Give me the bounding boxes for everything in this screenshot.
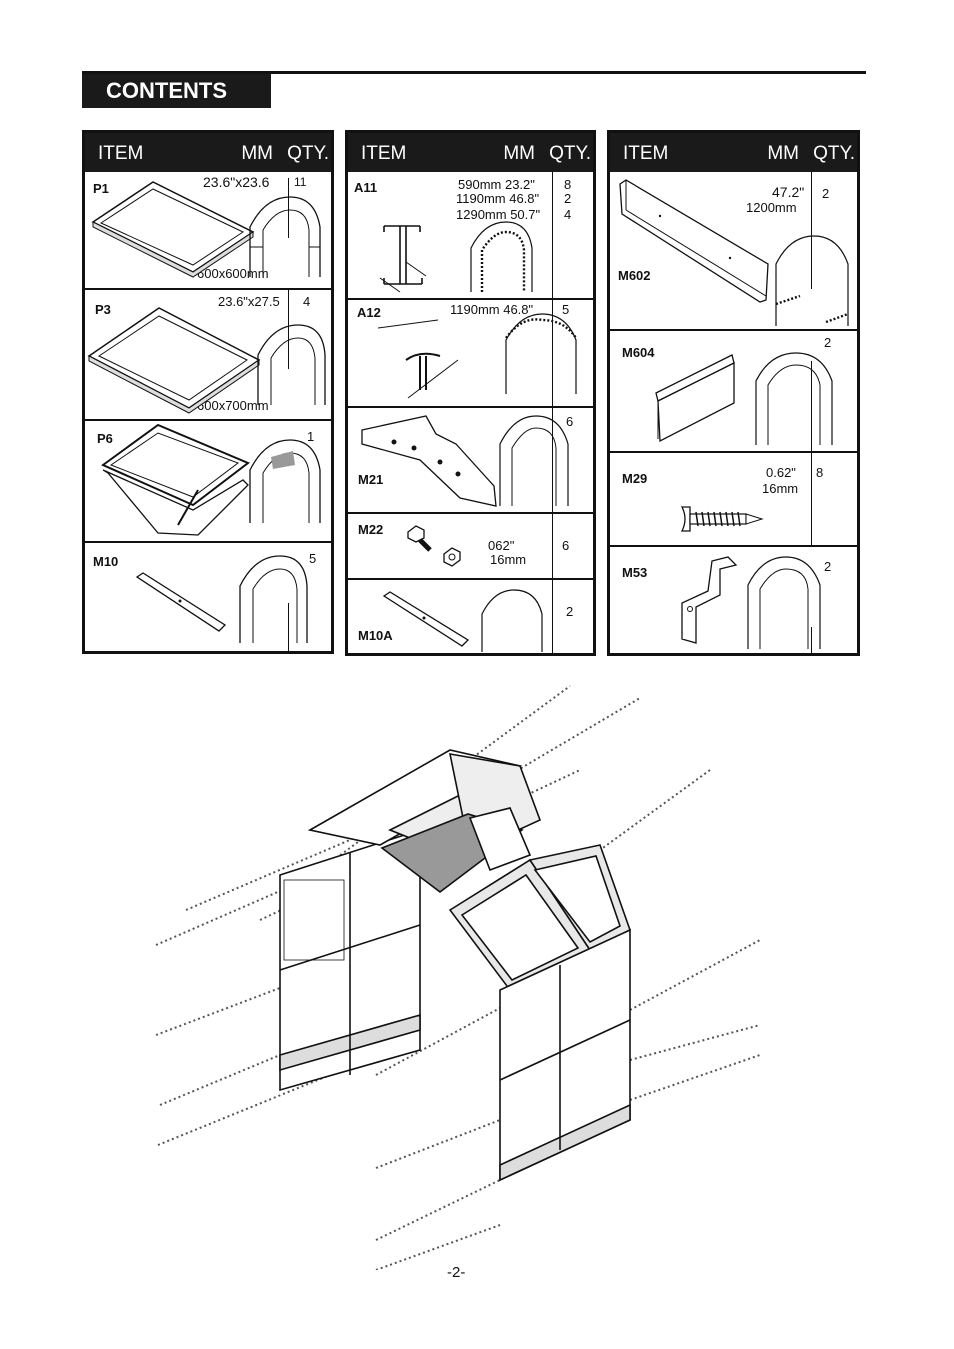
part-size-1: 062" (488, 538, 515, 553)
part-row-m29: M29 0.62" 16mm 8 (610, 451, 857, 545)
part-qty-2: 2 (564, 191, 572, 206)
part-code: M22 (358, 522, 384, 537)
header-qty: QTY. (287, 143, 329, 164)
part-row-m22: M22 062" 16mm 6 (348, 512, 593, 578)
greenhouse-icon (257, 324, 326, 405)
screw-icon (680, 506, 764, 532)
part-qty-3: 4 (564, 207, 572, 222)
part-row-m10: M10 5 (85, 541, 331, 654)
part-qty: 2 (824, 335, 832, 350)
part-size-1: 0.62" (766, 465, 796, 480)
part-code: M604 (622, 345, 655, 360)
part-qty: 4 (303, 294, 311, 309)
parts-panel-3: ITEM MM QTY. M602 47.2" 1200mm 2 M604 2 (607, 130, 860, 656)
part-code: P3 (95, 302, 111, 317)
part-qty: 2 (822, 186, 830, 201)
part-row-m10a: M10A 2 (348, 578, 593, 656)
part-size-2: 16mm (762, 481, 799, 496)
part-code: A12 (357, 305, 381, 320)
part-length-3: 1290mm 50.7" (456, 207, 541, 222)
part-code: A11 (354, 180, 378, 195)
header-qty: QTY. (813, 143, 855, 164)
page-number: -2- (447, 1264, 466, 1281)
part-row-p6: P6 1 (85, 419, 331, 541)
header-item: ITEM (361, 143, 407, 164)
part-row-p1: P1 23.6"x23.6 600x600mm 11 (85, 172, 331, 288)
part-qty: 5 (309, 551, 317, 566)
part-code: M53 (622, 565, 648, 580)
panel-header: ITEM MM QTY. (610, 133, 857, 172)
part-qty: 2 (566, 604, 574, 619)
greenhouse-icon (775, 235, 849, 326)
greenhouse-icon (499, 415, 569, 506)
panel-header: ITEM MM QTY. (348, 133, 593, 172)
part-length-1: 590mm 23.2" (458, 177, 535, 192)
greenhouse-icon (470, 221, 533, 292)
part-size: 23.6"x27.5 (218, 294, 280, 309)
part-length: 1190mm 46.8" (450, 302, 534, 317)
part-row-a12: A12 1190mm 46.8" 5 (348, 298, 593, 406)
parts-panel-2: ITEM MM QTY. A11 590mm 23.2" 1190mm 46.8… (345, 130, 596, 656)
a12-profile-illustration (377, 319, 459, 399)
part-code: P1 (93, 181, 109, 196)
panel-p1-illustration (91, 181, 255, 278)
part-qty: 2 (824, 559, 832, 574)
part-length-2: 1190mm 46.8" (456, 191, 540, 206)
part-row-m53: M53 2 (610, 545, 857, 656)
part-code: M10A (358, 628, 393, 643)
part-qty: 1 (307, 429, 315, 444)
greenhouse-icon (249, 196, 321, 277)
part-qty: 6 (562, 538, 570, 553)
part-qty: 11 (294, 175, 307, 189)
greenhouse-icon (755, 352, 833, 445)
roof-vent-illustration (101, 423, 250, 536)
part-size-2: 16mm (490, 552, 527, 567)
part-row-m602: M602 47.2" 1200mm 2 (610, 172, 857, 329)
part-code: M602 (618, 268, 651, 283)
header-qty: QTY. (549, 143, 591, 164)
part-code: M29 (622, 471, 648, 486)
greenhouse-icon (505, 313, 577, 394)
a11-profile-illustration (379, 225, 427, 293)
m10a-bar-illustration (382, 591, 470, 647)
header-rule (82, 71, 866, 74)
m10-bar-illustration (135, 572, 227, 632)
panel-header: ITEM MM QTY. (85, 133, 331, 172)
greenhouse-icon (481, 589, 543, 652)
part-code: P6 (97, 431, 113, 446)
m53-bracket-illustration (681, 556, 738, 644)
m604-channel-illustration (655, 354, 735, 443)
part-qty: 5 (562, 302, 570, 317)
bolt-nut-icon (407, 525, 461, 567)
header-mm: MM (767, 143, 799, 164)
part-qty: 6 (566, 414, 574, 429)
part-qty-1: 8 (564, 177, 572, 192)
part-mm: 600x600mm (197, 266, 269, 281)
header-item: ITEM (623, 143, 669, 164)
page-title: CONTENTS (82, 74, 271, 108)
part-size-1: 47.2" (772, 184, 805, 200)
greenhouse-icon (249, 439, 321, 523)
part-row-p3: P3 23.6"x27.5 600x700mm 4 (85, 288, 331, 419)
part-code: M10 (93, 554, 119, 569)
parts-panel-1: ITEM MM QTY. P1 23.6"x23.6 600x600mm 11 … (82, 130, 334, 654)
m602-channel-illustration (619, 179, 769, 303)
m21-bracket-illustration (361, 415, 497, 507)
greenhouse-icon (239, 555, 308, 643)
part-row-m604: M604 2 (610, 329, 857, 451)
part-row-a11: A11 590mm 23.2" 1190mm 46.8" 1290mm 50.7… (348, 172, 593, 298)
part-code: M21 (358, 472, 384, 487)
greenhouse-icon (747, 556, 821, 649)
header-mm: MM (503, 143, 535, 164)
greenhouse-exploded-illustration (155, 685, 761, 1270)
header-mm: MM (241, 143, 273, 164)
part-row-m21: M21 6 (348, 406, 593, 512)
header-item: ITEM (98, 143, 144, 164)
part-mm: 600x700mm (197, 398, 269, 413)
part-size: 23.6"x23.6 (203, 174, 270, 190)
part-size-2: 1200mm (746, 200, 797, 215)
panel-p3-illustration (87, 307, 261, 414)
part-qty: 8 (816, 465, 824, 480)
